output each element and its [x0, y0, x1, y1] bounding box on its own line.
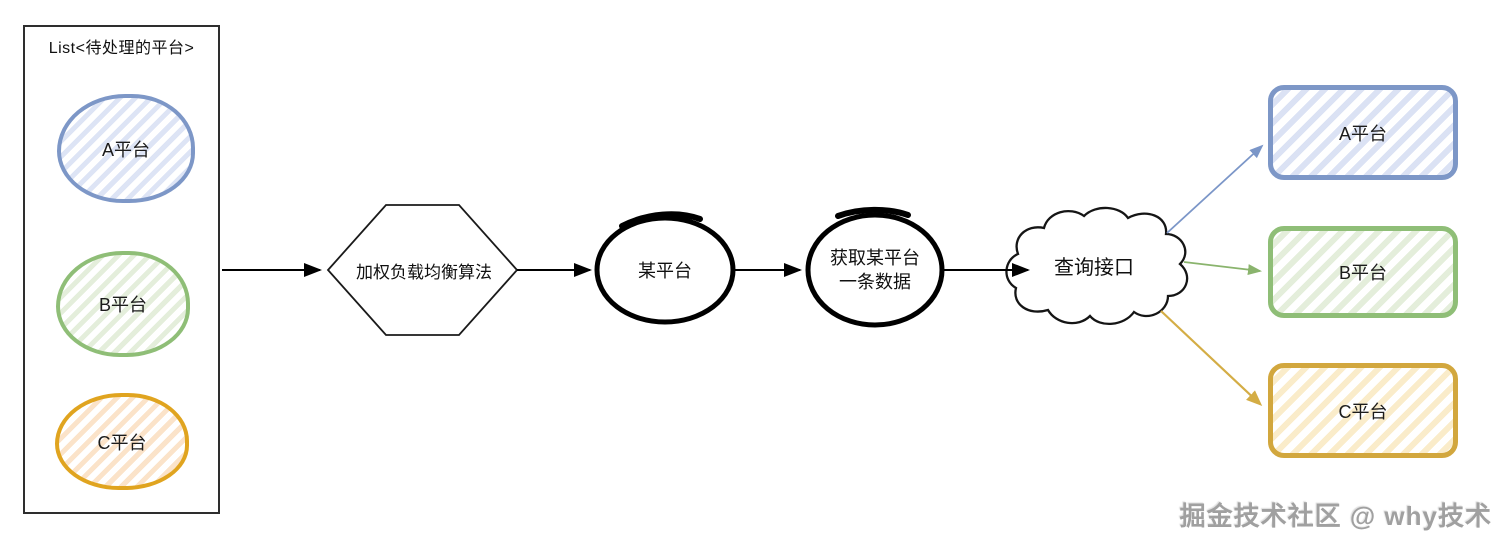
arrow-cloud-to-target-c	[1160, 310, 1263, 407]
target-platform-a: A平台	[1268, 85, 1458, 180]
fetch-data-ellipse-shape	[805, 212, 945, 328]
arrow-cloud-to-target-b	[1183, 261, 1262, 276]
platform-a-label: A平台	[101, 139, 150, 160]
platform-c-ellipse: C平台	[55, 393, 189, 490]
selected-platform-ellipse-shape	[594, 215, 736, 325]
target-platform-c: C平台	[1268, 363, 1458, 458]
load-balance-hexagon-shape	[326, 204, 519, 336]
platform-c-label: C平台	[97, 432, 147, 453]
query-interface-cloud-shape	[1005, 206, 1189, 325]
watermark-text: 掘金技术社区 @ why技术	[1179, 501, 1492, 531]
pending-platform-list-title: List<待处理的平台>	[48, 40, 195, 57]
platform-b-ellipse: B平台	[56, 251, 190, 357]
platform-a-ellipse: A平台	[57, 94, 195, 203]
arrow-cloud-to-target-a	[1166, 144, 1264, 234]
selected-platform-ellipse-doodle	[619, 211, 703, 229]
target-platform-c-label: C平台	[1338, 401, 1388, 422]
target-platform-b: B平台	[1268, 226, 1458, 318]
target-platform-a-label: A平台	[1338, 123, 1387, 144]
platform-b-label: B平台	[98, 295, 147, 315]
fetch-data-ellipse-doodle	[835, 206, 911, 219]
target-platform-b-label: B平台	[1338, 263, 1387, 283]
